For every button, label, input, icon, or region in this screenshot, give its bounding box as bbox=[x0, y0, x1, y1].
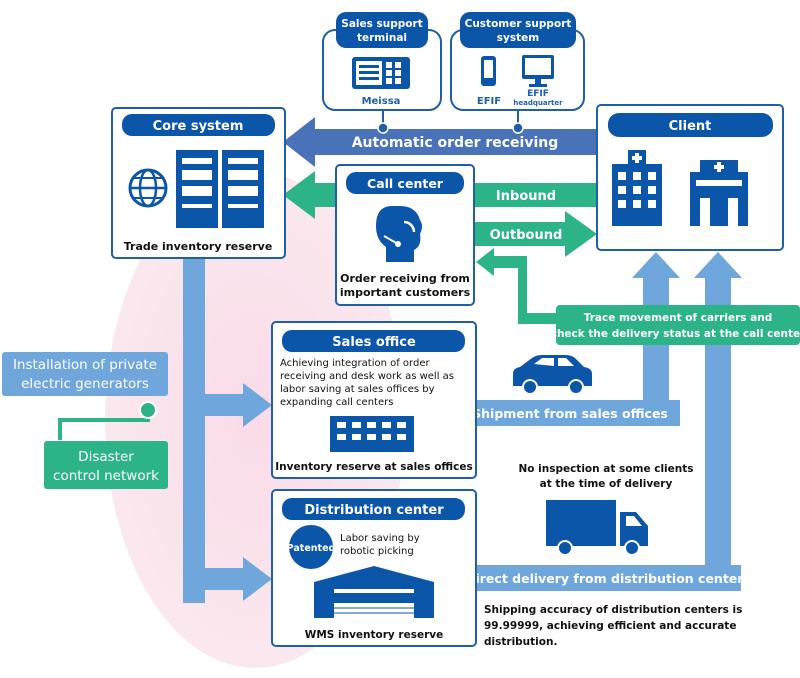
sales-office-title: Sales office bbox=[332, 335, 416, 350]
no-inspection-note-2: at the time of delivery bbox=[540, 478, 673, 490]
accuracy-note-3: distribution. bbox=[484, 636, 557, 648]
meissa-label: Meissa bbox=[362, 96, 401, 107]
sales-office-caption: Inventory reserve at sales offices bbox=[275, 461, 472, 473]
client-box: Client bbox=[596, 104, 784, 251]
distribution-caption: WMS inventory reserve bbox=[305, 629, 444, 641]
trace-arrow: Trace movement of carriers and check the… bbox=[476, 248, 800, 345]
sales-support-terminal: Sales support terminal Meissa bbox=[322, 12, 442, 111]
distribution-desc-1: Labor saving by bbox=[340, 533, 420, 544]
sales-office-box: Sales office Achieving integration of or… bbox=[271, 321, 477, 479]
no-inspection-note-1: No inspection at some clients bbox=[518, 463, 693, 475]
trace-label-1: Trace movement of carriers and bbox=[584, 312, 773, 324]
globe-icon bbox=[128, 168, 168, 208]
patented-badge-label: Patented bbox=[287, 543, 336, 554]
core-system-box: Core system Trade inventory reserve bbox=[111, 107, 286, 259]
distribution-desc-2: robotic picking bbox=[340, 546, 414, 557]
generators-label-2: electric generators bbox=[21, 376, 149, 392]
server-rack-icon bbox=[176, 150, 264, 228]
call-center-title: Call center bbox=[367, 176, 444, 191]
sales-support-title-1: Sales support bbox=[341, 18, 422, 30]
distribution-center-title: Distribution center bbox=[304, 503, 444, 518]
accuracy-note-2: 99.99999, achieving efficient and accura… bbox=[484, 620, 736, 632]
headset-operator-icon bbox=[376, 206, 422, 262]
call-center-box: Call center Order receiving from importa… bbox=[335, 164, 475, 306]
warehouse-icon bbox=[314, 566, 434, 618]
disaster-network: Disaster control network bbox=[44, 401, 168, 489]
disaster-label-2: control network bbox=[53, 468, 159, 484]
outbound-label: Outbound bbox=[490, 228, 563, 243]
patented-badge bbox=[289, 525, 333, 569]
generators-label-1: Installation of private bbox=[13, 357, 157, 373]
call-center-caption-1: Order receiving from bbox=[340, 272, 470, 285]
direct-delivery-label: Direct delivery from distribution center… bbox=[465, 571, 751, 586]
sales-office-desc-3: labor saving at sales offices by bbox=[280, 384, 435, 395]
sales-support-title-2: terminal bbox=[357, 32, 407, 44]
shipment-sales-label: Shipment from sales offices bbox=[472, 406, 668, 421]
core-system-title: Core system bbox=[153, 119, 244, 134]
sales-terminal-dot bbox=[377, 122, 389, 134]
efif-label: EFIF bbox=[477, 96, 501, 107]
trace-label-2: check the delivery status at the call ce… bbox=[551, 328, 800, 340]
customer-support-system: Customer support system EFIF EFIF headqu… bbox=[450, 12, 585, 111]
accuracy-note-1: Shipping accuracy of distribution center… bbox=[484, 604, 742, 616]
hospital-buildings-icon bbox=[612, 150, 748, 226]
core-trunk-arrows bbox=[183, 258, 272, 603]
efif-hq-label-1: EFIF bbox=[527, 89, 549, 99]
terminal-icon bbox=[352, 57, 410, 89]
car-icon bbox=[513, 355, 592, 395]
office-building-icon bbox=[330, 416, 414, 452]
automatic-order-label: Automatic order receiving bbox=[352, 135, 559, 151]
core-system-caption: Trade inventory reserve bbox=[124, 240, 273, 253]
customer-support-title-2: system bbox=[497, 32, 539, 44]
customer-support-title-1: Customer support bbox=[465, 18, 572, 30]
customer-system-dot bbox=[512, 122, 524, 134]
disaster-label-1: Disaster bbox=[78, 449, 134, 465]
client-title: Client bbox=[669, 119, 712, 134]
generators-label-box: Installation of private electric generat… bbox=[2, 352, 168, 396]
outbound-arrow: Outbound bbox=[470, 211, 597, 257]
monitor-icon bbox=[522, 55, 554, 87]
truck-icon bbox=[546, 500, 648, 556]
automatic-order-arrow: Automatic order receiving bbox=[283, 117, 598, 167]
call-center-caption-2: important customers bbox=[340, 286, 471, 299]
mobile-phone-icon bbox=[481, 56, 496, 86]
distribution-center-box: Distribution center Patented Labor savin… bbox=[271, 489, 477, 647]
sales-office-desc-2: receiving and desk work as well as bbox=[280, 371, 454, 382]
inbound-label: Inbound bbox=[496, 189, 556, 204]
sales-office-desc-4: expanding call centers bbox=[280, 397, 393, 408]
efif-hq-label-2: headquarter bbox=[513, 99, 563, 107]
sales-office-desc-1: Achieving integration of order bbox=[280, 358, 430, 369]
